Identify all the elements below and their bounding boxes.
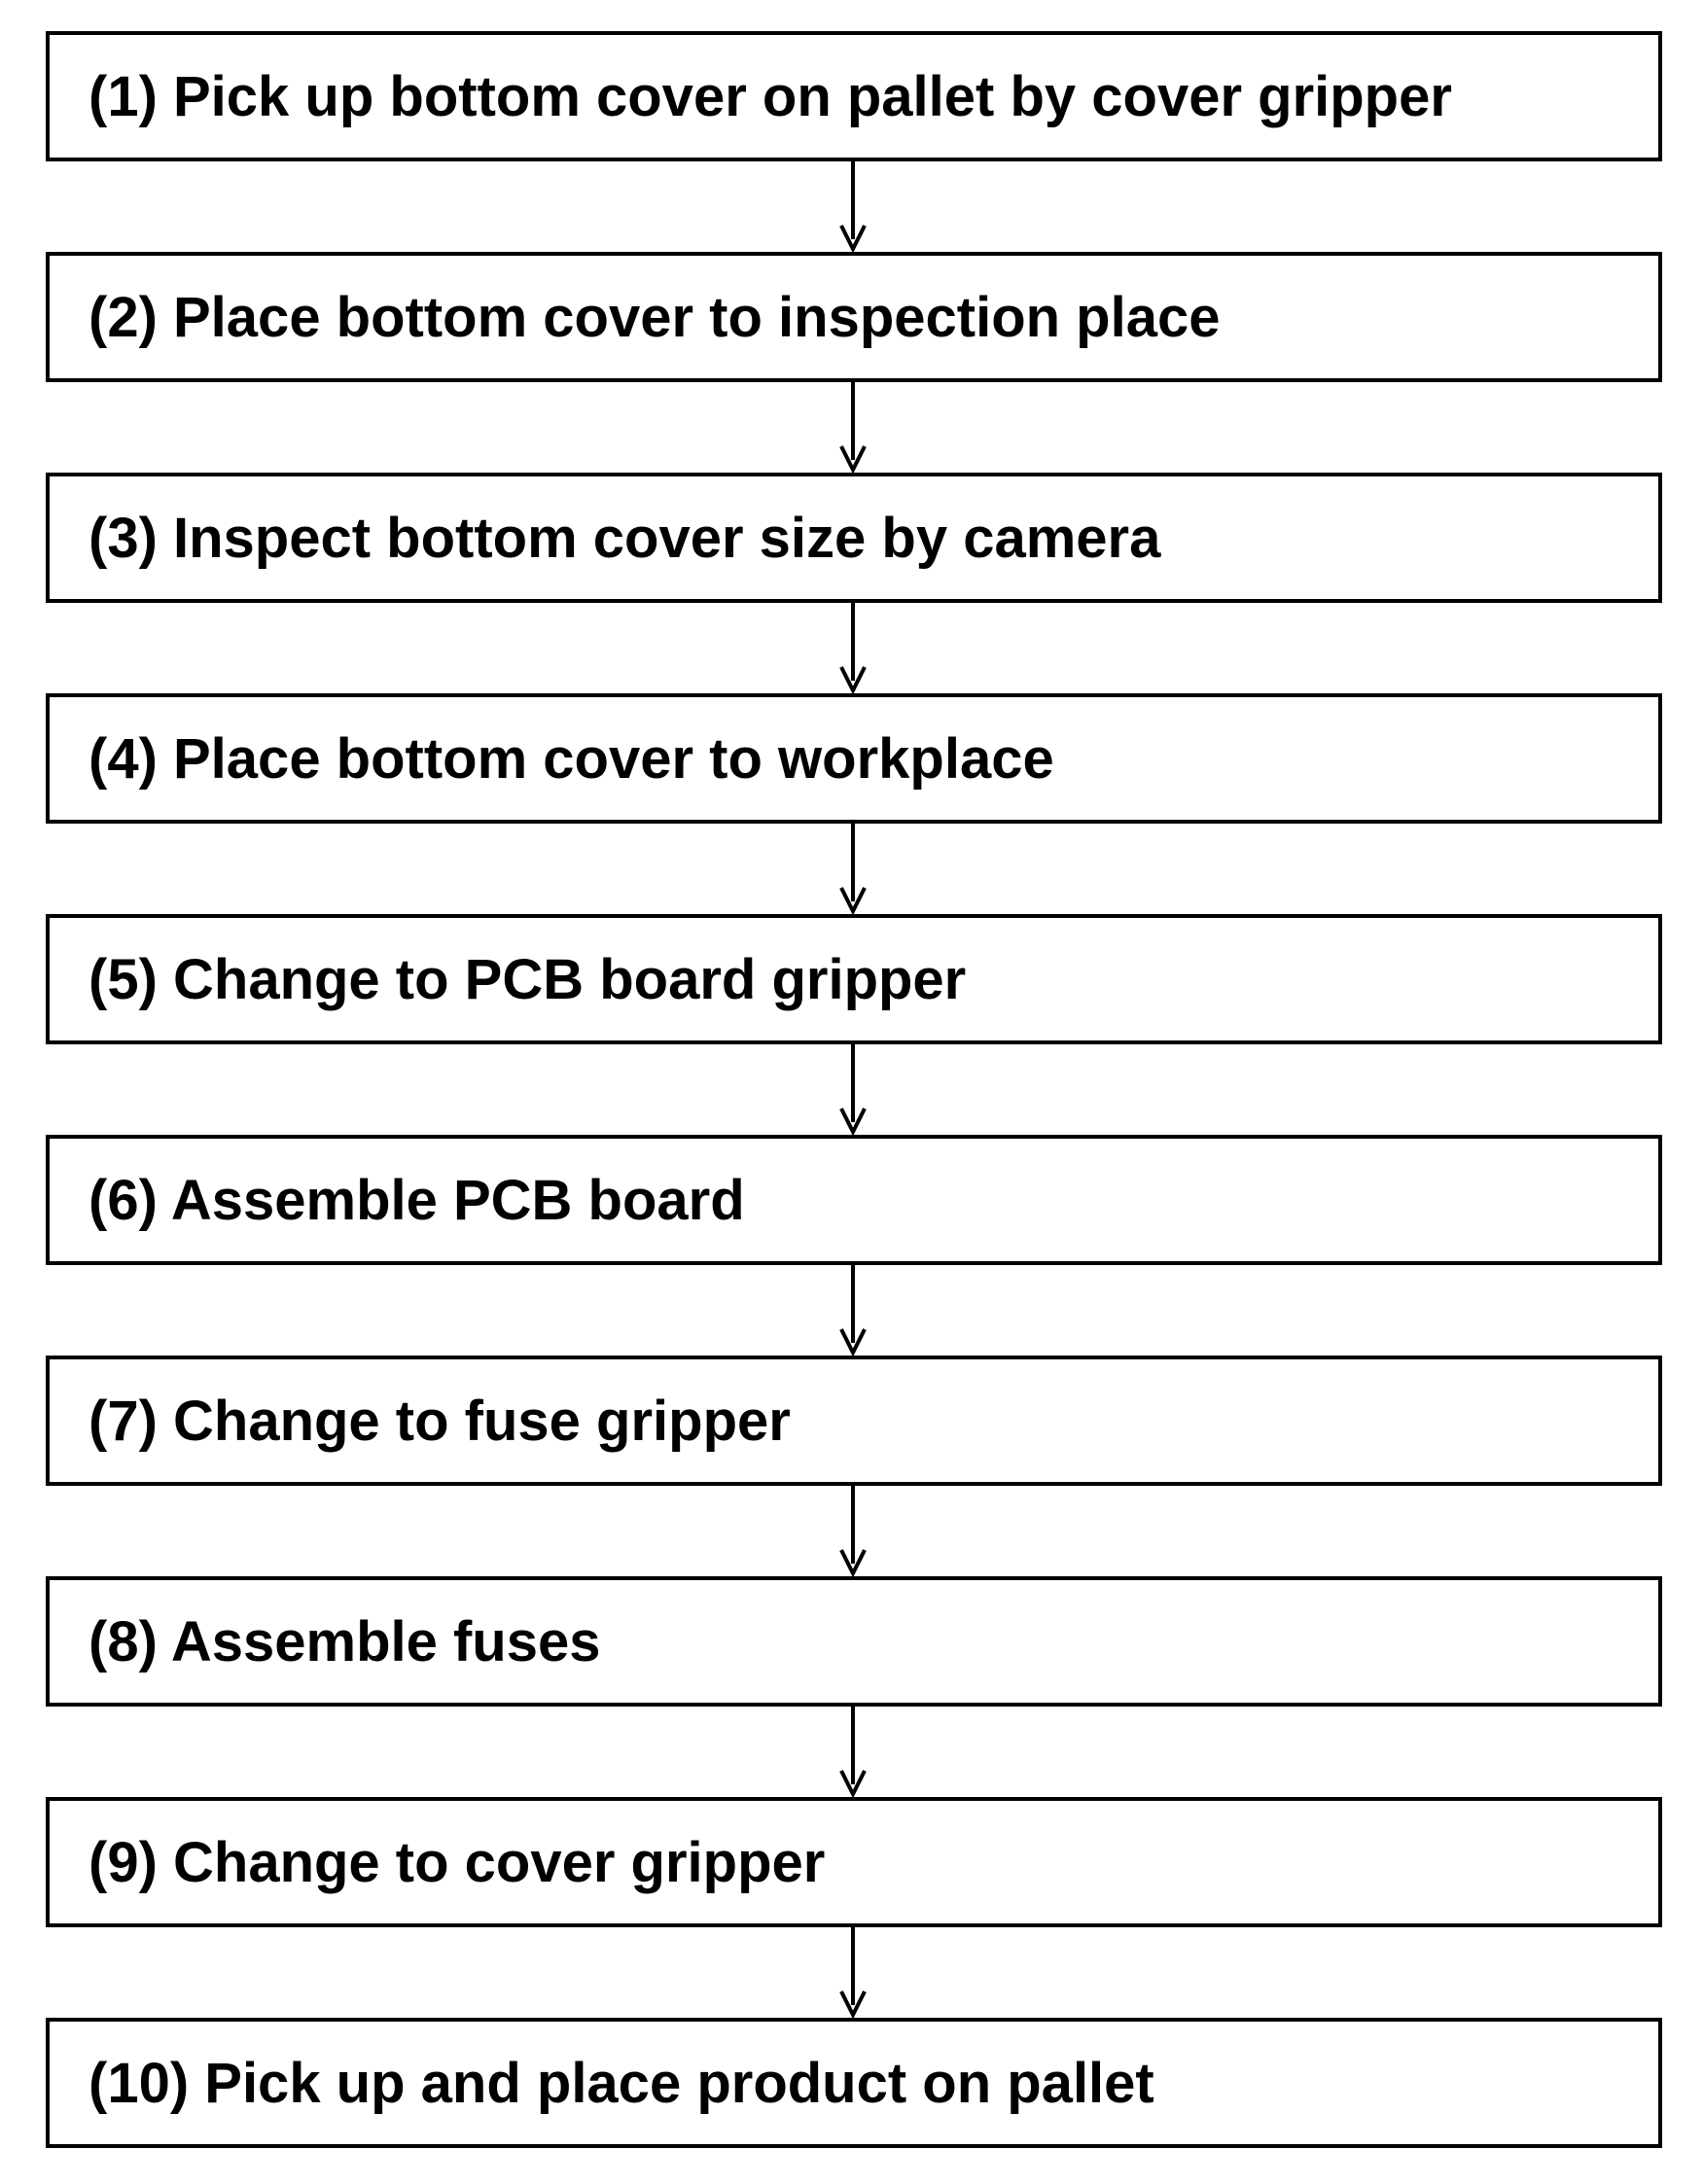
step-box-3: (3) Inspect bottom cover size by camera	[46, 473, 1662, 603]
step-label-9: (9) Change to cover gripper	[89, 1830, 826, 1894]
step-box-1: (1) Pick up bottom cover on pallet by co…	[46, 31, 1662, 161]
step-label-3: (3) Inspect bottom cover size by camera	[89, 506, 1161, 570]
step-label-8: (8) Assemble fuses	[89, 1609, 601, 1673]
step-box-5: (5) Change to PCB board gripper	[46, 914, 1662, 1044]
step-box-6: (6) Assemble PCB board	[46, 1135, 1662, 1265]
arrow-1-to-2	[839, 161, 867, 252]
arrow-9-to-10	[839, 1927, 867, 2018]
arrow-7-to-8	[839, 1486, 867, 1576]
step-box-2: (2) Place bottom cover to inspection pla…	[46, 252, 1662, 382]
step-box-9: (9) Change to cover gripper	[46, 1797, 1662, 1927]
step-box-8: (8) Assemble fuses	[46, 1576, 1662, 1707]
step-box-10: (10) Pick up and place product on pallet	[46, 2018, 1662, 2148]
step-label-5: (5) Change to PCB board gripper	[89, 947, 967, 1011]
step-label-10: (10) Pick up and place product on pallet	[89, 2051, 1154, 2115]
step-label-7: (7) Change to fuse gripper	[89, 1389, 791, 1453]
arrow-4-to-5	[839, 824, 867, 914]
step-label-6: (6) Assemble PCB board	[89, 1168, 745, 1232]
arrow-6-to-7	[839, 1265, 867, 1356]
arrow-3-to-4	[839, 603, 867, 693]
step-box-4: (4) Place bottom cover to workplace	[46, 693, 1662, 824]
step-label-1: (1) Pick up bottom cover on pallet by co…	[89, 64, 1452, 128]
arrow-2-to-3	[839, 382, 867, 473]
step-label-2: (2) Place bottom cover to inspection pla…	[89, 285, 1221, 349]
arrow-5-to-6	[839, 1044, 867, 1135]
step-label-4: (4) Place bottom cover to workplace	[89, 726, 1054, 791]
step-box-7: (7) Change to fuse gripper	[46, 1356, 1662, 1486]
arrow-8-to-9	[839, 1707, 867, 1797]
